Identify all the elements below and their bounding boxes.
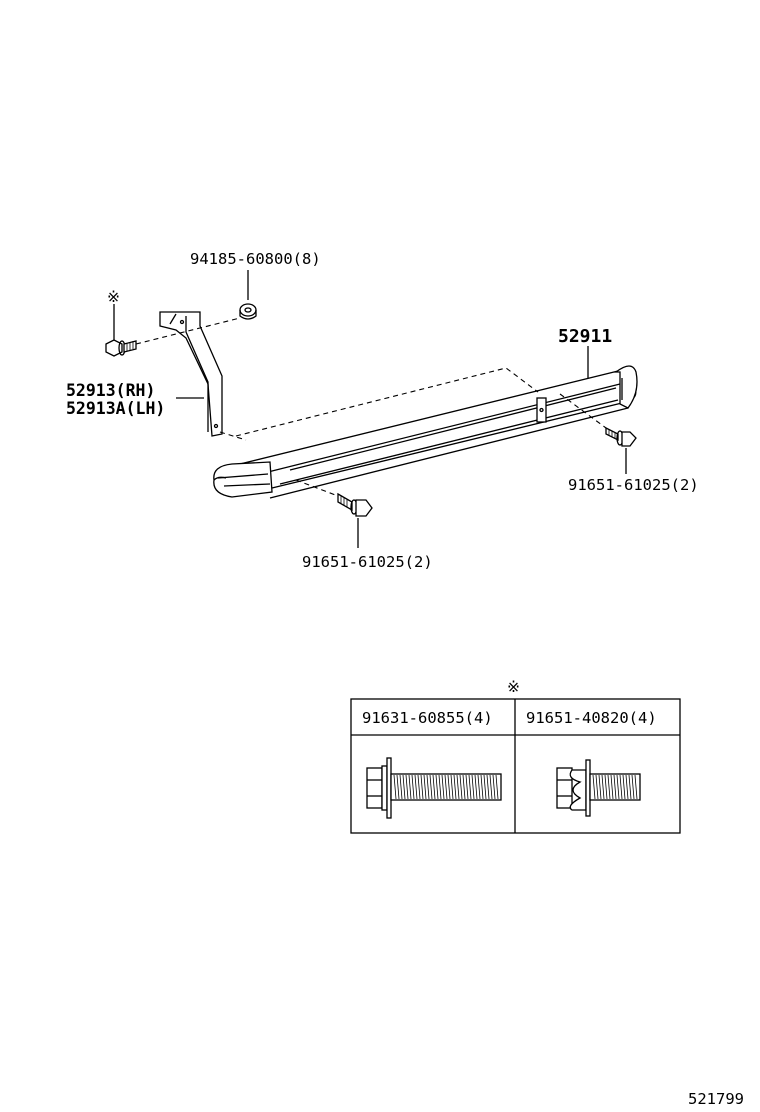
- thread-line: [429, 774, 433, 800]
- table-col1-header: 91631-60855(4): [362, 709, 493, 727]
- bolt-91631-icon: [366, 757, 502, 819]
- thread-line: [474, 774, 478, 800]
- bolt-path-bottom: [295, 479, 339, 497]
- thread-line: [483, 774, 487, 800]
- bracket-52913: [159, 311, 223, 437]
- thread-line: [492, 774, 496, 800]
- thread-line: [447, 774, 451, 800]
- thread-line: [595, 774, 599, 800]
- thread-line: [598, 774, 602, 800]
- thread-line: [489, 774, 493, 800]
- thread-line: [477, 774, 481, 800]
- thread-line: [444, 774, 448, 800]
- fastener-reference-table: ※ 91631-60855(4) 91651-40820(4): [350, 678, 681, 834]
- thread-line: [456, 774, 460, 800]
- thread-line: [480, 774, 484, 800]
- thread-line: [399, 774, 403, 800]
- thread-line: [619, 774, 623, 800]
- nut-94185-icon: [239, 303, 257, 320]
- flange-bolt-left-icon: [105, 339, 137, 357]
- flange-bolt-bottom-icon: [337, 492, 373, 517]
- label-bolt-bottom: 91651-61025(2): [302, 553, 433, 571]
- ref-mark-top: ※: [107, 288, 120, 306]
- thread-line: [420, 774, 424, 800]
- thread-line: [486, 774, 490, 800]
- thread-line: [628, 774, 632, 800]
- thread-line: [459, 774, 463, 800]
- bracket-to-rail-path: [219, 431, 247, 441]
- table-col2-header: 91651-40820(4): [526, 709, 657, 727]
- bolt-path-right: [559, 393, 607, 429]
- label-bracket-rh: 52913(RH): [66, 381, 155, 400]
- thread-line: [604, 774, 608, 800]
- thread-line: [634, 774, 638, 800]
- label-nut-94185: 94185-60800(8): [190, 250, 321, 268]
- thread-line: [441, 774, 445, 800]
- thread-line: [622, 774, 626, 800]
- flange-bolt-right-icon: [605, 426, 637, 447]
- ref-mark-table: ※: [507, 678, 520, 696]
- thread-line: [450, 774, 454, 800]
- thread-line: [393, 774, 397, 800]
- thread-line: [613, 774, 617, 800]
- thread-line: [616, 774, 620, 800]
- thread-line: [402, 774, 406, 800]
- thread-line: [462, 774, 466, 800]
- figure-number: 521799: [688, 1090, 744, 1108]
- bolt-91651-40820-icon: [556, 759, 641, 817]
- label-bolt-right: 91651-61025(2): [568, 476, 699, 494]
- thread-line: [471, 774, 475, 800]
- thread-line: [432, 774, 436, 800]
- thread-line: [607, 774, 611, 800]
- thread-line: [423, 774, 427, 800]
- thread-line: [453, 774, 457, 800]
- thread-line: [465, 774, 469, 800]
- step-rail-52911: [213, 365, 638, 499]
- thread-line: [610, 774, 614, 800]
- label-rail-52911: 52911: [558, 326, 612, 347]
- thread-line: [625, 774, 629, 800]
- thread-line: [408, 774, 412, 800]
- label-bracket-lh: 52913A(LH): [66, 399, 165, 418]
- thread-line: [601, 774, 605, 800]
- thread-line: [468, 774, 472, 800]
- thread-line: [411, 774, 415, 800]
- thread-line: [631, 774, 635, 800]
- thread-line: [396, 774, 400, 800]
- thread-line: [435, 774, 439, 800]
- thread-line: [405, 774, 409, 800]
- thread-line: [426, 774, 430, 800]
- thread-line: [495, 774, 499, 800]
- thread-line: [417, 774, 421, 800]
- thread-line: [438, 774, 442, 800]
- thread-line: [414, 774, 418, 800]
- body-outline-phantom: [235, 367, 539, 437]
- thread-line: [592, 774, 596, 800]
